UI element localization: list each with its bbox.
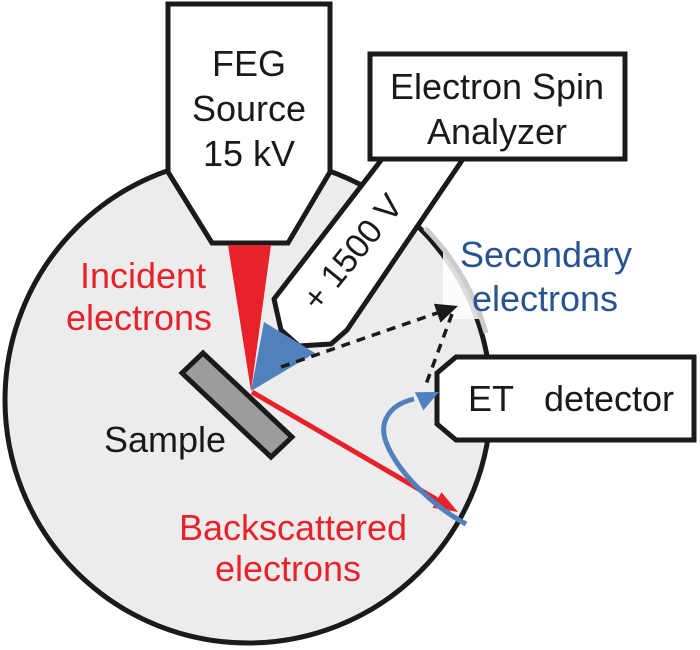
secondary-cone (251, 322, 315, 391)
et-detector-label-detector: detector (544, 378, 674, 419)
secondary-curve-arrow-line (381, 396, 468, 527)
et-detector-label-et: ET (468, 378, 514, 419)
backscattered-arrow-line (250, 389, 443, 505)
spin-analyzer-label-line1: Electron Spin (390, 66, 604, 107)
secondary-label-line2: electrons (472, 278, 618, 319)
sample-label: Sample (104, 419, 226, 460)
electron-spin-analyzer-box (367, 51, 628, 162)
feg-source-label-line3: 15 kV (203, 133, 295, 174)
chamber-arc-gray-segment (423, 226, 489, 334)
analyzer-tube (271, 156, 466, 349)
sample-bar (178, 349, 296, 461)
spin-analyzer-label-line2: Analyzer (427, 111, 567, 152)
incident-beam-cone (228, 245, 271, 391)
feg-source-label-line2: Source (192, 88, 306, 129)
feg-source-label-line1: FEG (212, 43, 286, 84)
backscattered-label-line2: electrons (215, 548, 361, 589)
feg-source-box (165, 1, 333, 246)
backscattered-label-line1: Backscattered (179, 507, 407, 548)
incident-label-line2: electrons (66, 297, 212, 338)
dashed-trajectory-up (280, 310, 441, 369)
secondary-label-line1: Secondary (460, 234, 632, 275)
incident-label-line1: Incident (80, 255, 206, 296)
dashed-trajectory-down (423, 313, 454, 388)
secondary-curve-arrowhead (414, 392, 439, 411)
dashed-arrowhead (433, 303, 458, 323)
et-detector-box (434, 354, 697, 443)
